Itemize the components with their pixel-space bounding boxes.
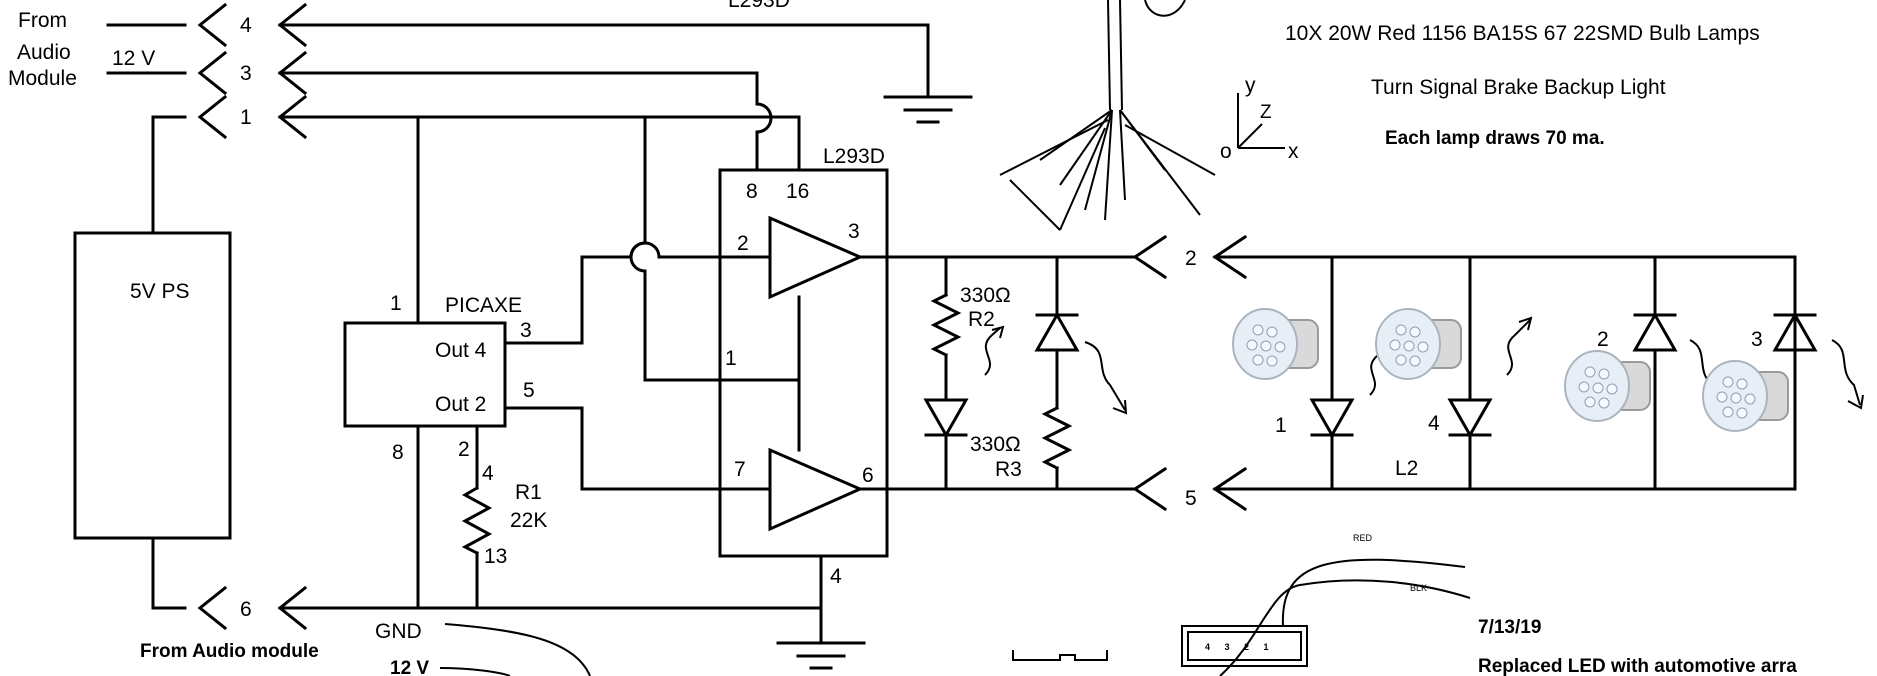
diode-4-label: 4 [1428, 412, 1440, 435]
diode-1-label: 1 [1275, 414, 1287, 437]
axis-x-label: x [1288, 140, 1299, 163]
ic-pin-2: 2 [737, 232, 749, 255]
ic-pin-16: 16 [786, 180, 809, 203]
audio-connector [106, 2, 930, 235]
conn-pin-4: 4 [240, 14, 252, 37]
led-r3 [1034, 311, 1080, 352]
r2-value: 330Ω [960, 284, 1011, 307]
picaxe-pin-1: 1 [390, 292, 402, 315]
axis-y-label: y [1245, 74, 1256, 97]
lamp-diode-array [1309, 255, 1818, 491]
picaxe-chip [343, 321, 507, 428]
from-audio-module-label: From Audio module [140, 641, 319, 662]
out4-pin: 3 [520, 319, 532, 342]
conn-pin-3: 3 [240, 62, 252, 85]
tripod-sketch [999, 0, 1216, 231]
ground-symbol-bottom [776, 641, 866, 670]
lamp-subtitle: Turn Signal Brake Backup Light [1371, 76, 1666, 99]
conn-right-5: 5 [1185, 487, 1197, 510]
axis-o-label: o [1220, 140, 1232, 163]
audio-label: Audio [17, 41, 71, 64]
v12-bottom-label: 12 V [390, 658, 429, 676]
ic-pin-1: 1 [725, 347, 737, 370]
wire-connector-plug [1181, 625, 1308, 667]
date-label: 7/13/19 [1478, 617, 1541, 638]
conn-pin-1: 1 [240, 106, 252, 129]
ic-label: L293D [823, 145, 885, 168]
r1-pin-4: 4 [482, 462, 494, 485]
diode-3-label: 3 [1751, 328, 1763, 351]
power-supply-block [73, 231, 232, 540]
ps-label: 5V PS [130, 280, 190, 303]
from-label: From [18, 9, 67, 32]
picaxe-pin-2: 2 [458, 438, 470, 461]
r3-value: 330Ω [970, 433, 1021, 456]
blk-wire-label: BLK [1410, 583, 1427, 593]
out2-pin: 5 [523, 379, 535, 402]
picaxe-label: PICAXE [445, 294, 522, 317]
diode-2-label: 2 [1597, 328, 1609, 351]
r1-name: R1 [515, 481, 542, 504]
bulb-lamp-2 [1375, 308, 1462, 380]
ic-pin-6: 6 [862, 464, 874, 487]
ic-pin-4: 4 [830, 565, 842, 588]
bulb-lamp-4 [1702, 360, 1789, 432]
l2-label: L2 [1395, 457, 1418, 480]
bottom-fragments [439, 558, 1471, 676]
ic-top-label: L293D [728, 0, 790, 12]
lamp-note: Each lamp draws 70 ma. [1385, 128, 1605, 149]
axis-z-label: Z [1260, 102, 1272, 123]
ic-pin-3: 3 [848, 220, 860, 243]
r1-value: 22K [510, 509, 547, 532]
gnd-label: GND [375, 620, 422, 643]
ground-symbol-top [883, 95, 973, 124]
conn-right-2: 2 [1185, 247, 1197, 270]
bulb-lamp-1 [1232, 308, 1319, 380]
led-r2 [923, 398, 969, 439]
r2-name: R2 [968, 308, 995, 331]
out2-label: Out 2 [435, 393, 486, 416]
plug-pin-labels: 4 3 2 1 [1205, 642, 1275, 652]
ic-pin-7: 7 [734, 458, 746, 481]
lamp-title: 10X 20W Red 1156 BA15S 67 22SMD Bulb Lam… [1285, 22, 1760, 45]
bulb-lamp-3 [1564, 350, 1651, 422]
l293d-driver [718, 168, 1137, 645]
v12-top-label: 12 V [112, 47, 155, 70]
conn-pin-6: 6 [240, 598, 252, 621]
red-wire-label: RED [1353, 533, 1373, 543]
r1-pin-13: 13 [484, 545, 507, 568]
axes-indicator [1237, 93, 1285, 149]
out4-label: Out 4 [435, 339, 487, 362]
r3-name: R3 [995, 458, 1022, 481]
module-label: Module [8, 67, 77, 90]
picaxe-pin-8: 8 [392, 441, 404, 464]
ic-pin-8: 8 [746, 180, 758, 203]
replaced-note: Replaced LED with automotive arra [1478, 656, 1797, 676]
